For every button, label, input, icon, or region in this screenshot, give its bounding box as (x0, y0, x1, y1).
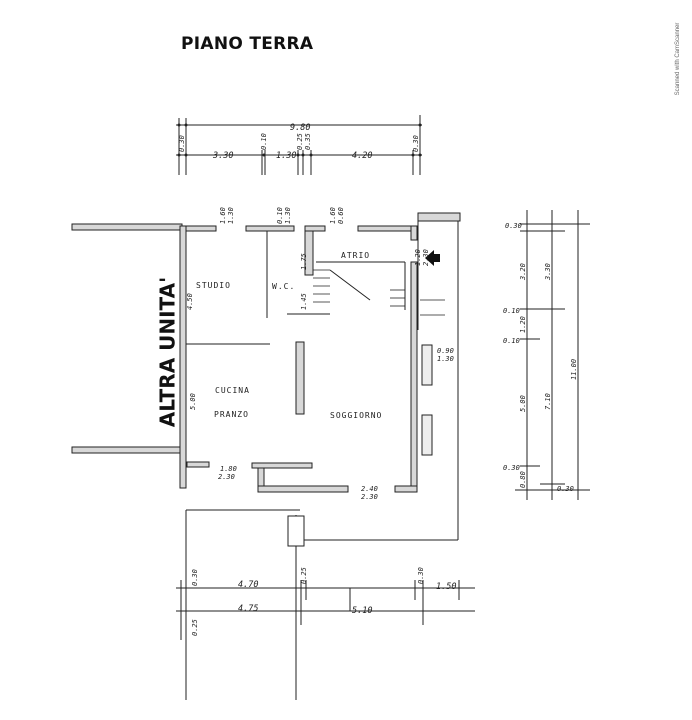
dim-wc-stair: 1.75 (300, 253, 308, 270)
dim-r2-0: 3.30 (544, 263, 552, 281)
dim-r1-3: 1.20 (519, 316, 527, 333)
dim-left-wall: 0.30 (178, 135, 186, 152)
dim-r2-2: 0.30 (557, 485, 574, 493)
dim-studio-height: 4.50 (186, 293, 194, 310)
dim-seg-4: 0.25 (296, 133, 304, 150)
dim-atrio-window-h: 0.60 (337, 207, 345, 224)
dim-r1-0: 0.30 (505, 222, 522, 230)
interior-lines (185, 221, 459, 700)
dim-b1-4: 1.50 (436, 582, 456, 592)
dim-r1-7: 0.80 (519, 471, 527, 488)
dim-b2-1: 4.75 (238, 604, 258, 614)
page-title: PIANO TERRA (181, 34, 314, 54)
dim-landing: 1.45 (300, 293, 308, 310)
dim-living-window-w: 2.40 (361, 485, 378, 493)
room-wc: W.C. (272, 282, 295, 291)
dim-b2-0: 0.25 (191, 619, 199, 636)
dim-b1-0: 0.30 (191, 569, 199, 586)
room-soggiorno: SOGGIORNO (330, 411, 382, 420)
dim-door-w: 1.20 (414, 249, 422, 266)
right-dimension-lines (515, 210, 590, 500)
dim-wc-window-w: 0.10 (276, 207, 284, 224)
dim-door-h: 2.30 (422, 249, 430, 266)
dim-seg-3: 1.30 (276, 151, 296, 161)
dim-total-width: 9.80 (290, 123, 310, 133)
dim-b1-2: 0.25 (300, 567, 308, 584)
dim-living-window-h: 2.30 (361, 493, 378, 501)
walls (71, 212, 461, 493)
dim-kitchen-height: 5.00 (189, 393, 197, 410)
staircase (313, 269, 445, 316)
room-pranzo: PRANZO (214, 410, 249, 419)
dim-studio-window-w: 1.60 (219, 207, 227, 224)
dim-b1-1: 4.70 (238, 580, 258, 590)
dim-atrio-window-w: 1.60 (329, 207, 337, 224)
entrance-arrow-icon (425, 250, 440, 266)
dim-total-height: 11.00 (570, 359, 578, 380)
dim-seg-5: 0.35 (304, 133, 312, 150)
room-cucina: CUCINA (215, 386, 250, 395)
room-atrio: ATRIO (341, 251, 370, 260)
dim-right-wall: 0.30 (412, 135, 420, 152)
dim-r1-6: 0.30 (503, 464, 520, 472)
dim-r1-4: 0.10 (503, 337, 520, 345)
dim-kitchen-window-h: 2.30 (218, 473, 235, 481)
dim-kitchen-window-w: 1.80 (220, 465, 237, 473)
dim-studio-window-h: 1.30 (227, 207, 235, 224)
dim-stair-window-w: 0.90 (437, 347, 454, 355)
dim-stair-window-h: 1.30 (437, 355, 454, 363)
dim-r2-1: 7.10 (544, 393, 552, 410)
room-studio: STUDIO (196, 281, 231, 290)
bottom-dimension-lines (176, 580, 475, 640)
dim-wc-window-h: 1.30 (284, 207, 292, 224)
dim-r1-1: 3.20 (519, 263, 527, 281)
dim-r1-2: 0.10 (503, 307, 520, 315)
dim-seg-1: 3.30 (212, 151, 233, 161)
dim-seg-6: 4.20 (352, 151, 372, 161)
dim-seg-2: 0.10 (260, 133, 268, 150)
dim-b2-2: 5.10 (352, 606, 372, 616)
dim-b1-3: 0.30 (417, 567, 425, 584)
dim-r1-5: 5.00 (519, 395, 527, 412)
